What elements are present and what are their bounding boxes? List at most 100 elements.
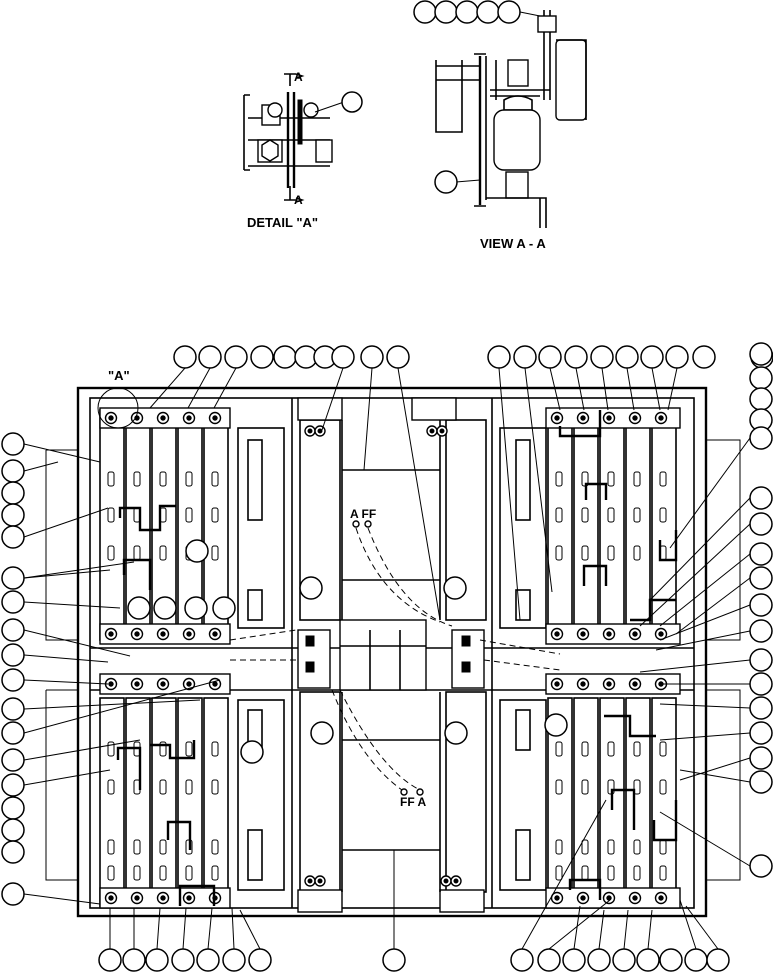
callout-bubble bbox=[587, 948, 611, 972]
section-letter-bottom: A bbox=[294, 193, 303, 207]
module-slots bbox=[107, 471, 667, 881]
callout-bubble bbox=[692, 345, 716, 369]
callout-bubble bbox=[1, 525, 25, 549]
callout-bubble bbox=[636, 948, 660, 972]
callout-bubble bbox=[615, 345, 639, 369]
callout-bubble bbox=[1, 882, 25, 906]
callout-bubble bbox=[562, 948, 586, 972]
callout-bubble bbox=[749, 512, 773, 536]
callout-bubble bbox=[341, 91, 363, 113]
callout-bubble bbox=[1, 697, 25, 721]
detail-a-inset: A A DETAIL "A" bbox=[243, 70, 363, 230]
callout-bubble bbox=[749, 593, 773, 617]
callout-bubble bbox=[537, 948, 561, 972]
callout-bubble bbox=[544, 713, 568, 737]
callout-bubble bbox=[145, 948, 169, 972]
callout-bubble bbox=[240, 740, 264, 764]
callout-bubble bbox=[222, 948, 246, 972]
circuit-label-top: A FF bbox=[350, 507, 376, 521]
callout-bubble bbox=[198, 345, 222, 369]
callout-bubble bbox=[1, 459, 25, 483]
callout-bubble bbox=[184, 596, 208, 620]
callout-bubble bbox=[224, 345, 248, 369]
callout-bubble bbox=[749, 566, 773, 590]
callout-bubble bbox=[487, 345, 511, 369]
callout-bubble bbox=[590, 345, 614, 369]
callout-bubble bbox=[1, 618, 25, 642]
callout-bubble bbox=[749, 746, 773, 770]
callout-bubble bbox=[299, 576, 323, 600]
callout-bubble bbox=[434, 0, 458, 24]
callout-bubble bbox=[173, 345, 197, 369]
callout-bubble bbox=[250, 345, 274, 369]
callout-bubble bbox=[665, 345, 689, 369]
callout-bubble bbox=[749, 770, 773, 794]
callout-bubble bbox=[196, 948, 220, 972]
callout-bubble bbox=[122, 948, 146, 972]
center-connectors bbox=[297, 629, 485, 689]
callout-bubble bbox=[510, 948, 534, 972]
callout-bubble bbox=[659, 948, 683, 972]
callout-bubble bbox=[1, 721, 25, 745]
callout-bubble bbox=[153, 596, 177, 620]
callout-bubble bbox=[1, 643, 25, 667]
callout-bubble bbox=[273, 345, 297, 369]
callout-bubble bbox=[513, 345, 537, 369]
callout-bubble bbox=[749, 854, 773, 878]
callout-bubble bbox=[749, 542, 773, 566]
callout-bubble bbox=[1, 503, 25, 527]
callout-bubble bbox=[171, 948, 195, 972]
callout-bubble bbox=[538, 345, 562, 369]
section-letter-top: A bbox=[294, 70, 303, 84]
callout-bubble bbox=[749, 387, 773, 411]
callout-bubble bbox=[749, 672, 773, 696]
callout-bubble bbox=[749, 486, 773, 510]
callout-bubble bbox=[1, 748, 25, 772]
callout-bubble bbox=[185, 539, 209, 563]
callout-bubble bbox=[749, 366, 773, 390]
callout-bubble bbox=[212, 596, 236, 620]
callout-bubble bbox=[98, 948, 122, 972]
callout-bubble bbox=[331, 345, 355, 369]
view-a-a-title: VIEW A - A bbox=[480, 236, 546, 251]
callout-bubble bbox=[1, 773, 25, 797]
callout-bubble bbox=[1, 590, 25, 614]
callout-bubble bbox=[413, 0, 437, 24]
callout-bubbles bbox=[1, 342, 773, 972]
callout-bubble bbox=[1, 566, 25, 590]
callout-bubble bbox=[612, 948, 636, 972]
callout-bubble bbox=[1, 481, 25, 505]
callout-bubble bbox=[1, 840, 25, 864]
callout-bubble bbox=[564, 345, 588, 369]
callout-bubble bbox=[382, 948, 406, 972]
view-a-a-inset: VIEW A - A bbox=[413, 0, 587, 251]
main-assembly: A FF FF A "A" bbox=[45, 368, 741, 918]
callout-bubble bbox=[749, 648, 773, 672]
callout-bubble bbox=[640, 345, 664, 369]
callout-bubble bbox=[749, 721, 773, 745]
callout-bubble bbox=[749, 619, 773, 643]
callout-bubble bbox=[1, 432, 25, 456]
callout-bubble bbox=[476, 0, 500, 24]
callout-bubble bbox=[749, 426, 773, 450]
callout-bubble bbox=[1, 796, 25, 820]
callout-bubble bbox=[360, 345, 384, 369]
jumper-straps bbox=[116, 410, 678, 906]
callout-bubble bbox=[443, 576, 467, 600]
callout-bubble bbox=[455, 0, 479, 24]
detail-marker-label: "A" bbox=[108, 368, 130, 383]
callout-bubble bbox=[706, 948, 730, 972]
callout-bubble bbox=[310, 721, 334, 745]
callout-bubble bbox=[444, 721, 468, 745]
circuit-label-bottom: FF A bbox=[400, 795, 427, 809]
callout-bubble bbox=[127, 596, 151, 620]
callout-bubble bbox=[1, 668, 25, 692]
callout-bubble bbox=[749, 342, 773, 366]
callout-bubble bbox=[248, 948, 272, 972]
callout-bubble bbox=[434, 170, 458, 194]
callout-bubble bbox=[386, 345, 410, 369]
callout-bubble bbox=[684, 948, 708, 972]
callout-bubble bbox=[1, 818, 25, 842]
